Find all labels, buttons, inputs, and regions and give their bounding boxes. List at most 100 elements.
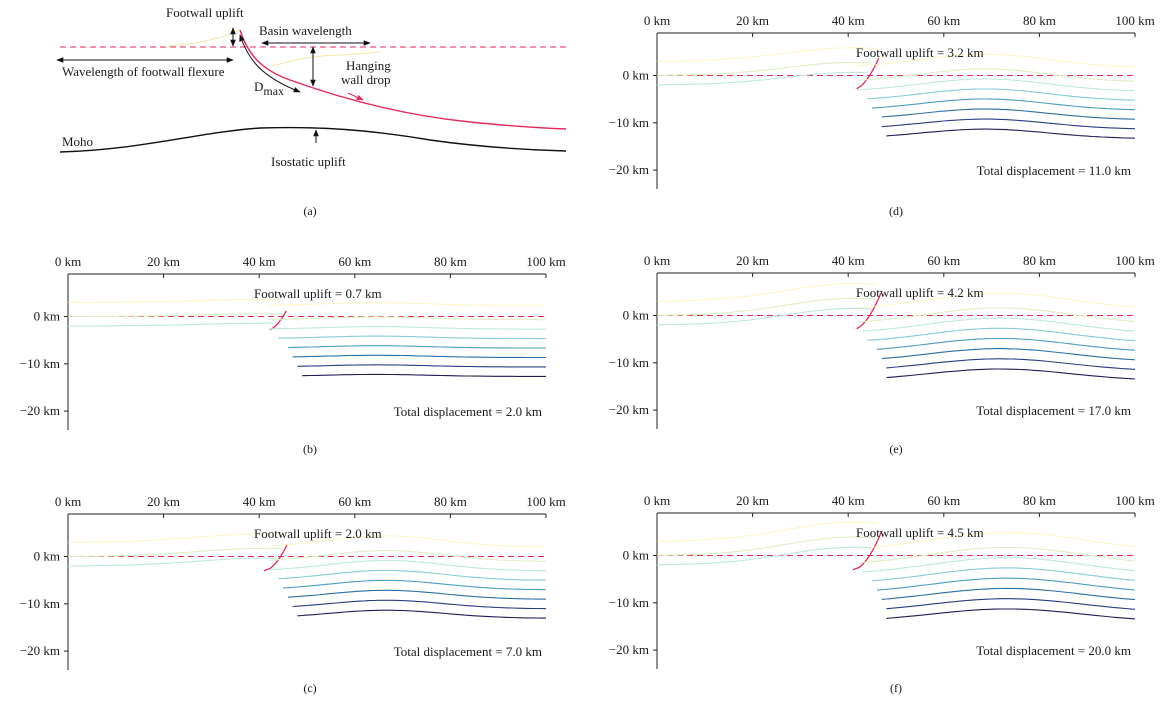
horizon-footwall <box>68 322 274 327</box>
panel-label-a: (a) <box>303 204 316 218</box>
fault-line <box>263 544 288 572</box>
horizon-hanging-wall <box>292 599 546 610</box>
dmax-label: Dmax <box>254 79 284 98</box>
basin-wavelength-label: Basin wavelength <box>259 23 352 38</box>
panel-label: (d) <box>889 204 903 218</box>
y-tick-label: −20 km <box>609 402 649 417</box>
horizon-hanging-wall <box>297 609 546 619</box>
horizon-footwall <box>656 61 873 76</box>
horizon-hanging-wall <box>268 559 547 572</box>
horizon-hanging-wall <box>886 368 1136 380</box>
horizon-hanging-wall <box>881 118 1136 130</box>
x-tick-label: 40 km <box>243 254 276 269</box>
horizon-hanging-wall <box>857 78 1136 92</box>
horizon-hanging-wall <box>867 88 1136 101</box>
horizon-footwall <box>68 533 284 543</box>
y-tick-label: −20 km <box>20 403 60 418</box>
horizon-footwall <box>68 557 279 567</box>
horizon-footwall <box>656 47 877 62</box>
isostatic-uplift-label: Isostatic uplift <box>271 154 346 169</box>
total-displacement-annotation: Total displacement = 20.0 km <box>976 643 1131 658</box>
fault-line <box>856 57 880 90</box>
hanging-wall-drop-label-1: Hanging <box>346 58 391 73</box>
horizon-hanging-wall <box>857 532 1136 549</box>
horizon-hanging-wall <box>287 589 547 600</box>
x-tick-label: 100 km <box>1115 253 1154 268</box>
horizon-hanging-wall <box>857 53 1136 68</box>
x-tick-label: 100 km <box>1115 13 1154 28</box>
x-tick-label: 100 km <box>526 254 565 269</box>
schematic-panel: Footwall uplift Basin wavelength Wavelen… <box>56 5 567 218</box>
horizon-hanging-wall <box>268 325 546 330</box>
horizon-hanging-wall <box>881 348 1136 361</box>
x-tick-label: 80 km <box>1023 253 1056 268</box>
x-tick-label: 40 km <box>832 13 865 28</box>
total-displacement-annotation: Total displacement = 17.0 km <box>976 403 1131 418</box>
horizon-hanging-wall <box>857 546 1136 564</box>
horizon-hanging-wall <box>857 68 1136 82</box>
horizon-footwall <box>656 536 877 556</box>
y-tick-label: −20 km <box>609 162 649 177</box>
flexure-wavelength-label: Wavelength of footwall flexure <box>62 64 225 79</box>
y-tick-label: −10 km <box>609 355 649 370</box>
horizon-footwall <box>68 547 284 557</box>
horizon-footwall <box>68 313 284 318</box>
panel-label: (c) <box>303 681 316 695</box>
horizon-hanging-wall <box>857 292 1136 309</box>
horizon-hanging-wall <box>268 316 546 321</box>
y-tick-label: 0 km <box>34 549 60 564</box>
horizon-footwall <box>68 299 284 303</box>
x-tick-label: 20 km <box>147 494 180 509</box>
horizon-hanging-wall <box>278 335 546 340</box>
horizon-hanging-wall <box>886 128 1136 139</box>
x-tick-label: 40 km <box>832 493 865 508</box>
x-tick-label: 60 km <box>927 13 960 28</box>
x-tick-label: 100 km <box>1115 493 1154 508</box>
x-tick-label: 0 km <box>644 253 670 268</box>
horizon-footwall <box>656 521 877 542</box>
horizon-hanging-wall <box>886 608 1136 620</box>
footwall-uplift-annotation: Footwall uplift = 4.5 km <box>856 525 984 540</box>
x-tick-label: 100 km <box>526 494 565 509</box>
x-tick-label: 0 km <box>644 13 670 28</box>
horizon-hanging-wall <box>287 345 546 349</box>
horizon-hanging-wall <box>872 567 1136 582</box>
y-tick-label: 0 km <box>34 309 60 324</box>
y-tick-label: −10 km <box>609 595 649 610</box>
x-tick-label: 60 km <box>927 253 960 268</box>
footwall-uplift-annotation: Footwall uplift = 2.0 km <box>254 526 382 541</box>
total-displacement-annotation: Total displacement = 11.0 km <box>977 163 1131 178</box>
y-tick-label: −10 km <box>20 356 60 371</box>
x-tick-label: 20 km <box>736 253 769 268</box>
x-tick-label: 60 km <box>338 254 371 269</box>
horizon-hanging-wall <box>872 98 1136 111</box>
horizon-hanging-wall <box>886 358 1136 370</box>
horizon-hanging-wall <box>268 549 546 562</box>
horizon-hanging-wall <box>886 598 1136 610</box>
horizon-hanging-wall <box>876 337 1136 351</box>
horizon-hanging-wall <box>857 307 1136 323</box>
footwall-uplift-annotation: Footwall uplift = 0.7 km <box>254 286 382 301</box>
footwall-surface <box>167 29 241 47</box>
total-displacement-annotation: Total displacement = 7.0 km <box>394 644 542 659</box>
x-tick-label: 0 km <box>55 494 81 509</box>
hanging-wall-drop-label-2: wall drop <box>341 72 390 87</box>
x-tick-label: 20 km <box>736 493 769 508</box>
fault-trace <box>239 29 567 130</box>
horizon-hanging-wall <box>297 364 546 368</box>
x-tick-label: 80 km <box>434 254 467 269</box>
footwall-uplift-annotation: Footwall uplift = 4.2 km <box>856 285 984 300</box>
x-tick-label: 40 km <box>243 494 276 509</box>
fault-line <box>852 531 882 571</box>
footwall-uplift-annotation: Footwall uplift = 3.2 km <box>856 45 984 60</box>
x-tick-label: 60 km <box>338 494 371 509</box>
horizon-footwall <box>656 546 873 566</box>
y-tick-label: −10 km <box>609 115 649 130</box>
horizon-hanging-wall <box>268 535 546 548</box>
horizon-hanging-wall <box>283 579 546 591</box>
horizon-footwall <box>657 297 877 316</box>
